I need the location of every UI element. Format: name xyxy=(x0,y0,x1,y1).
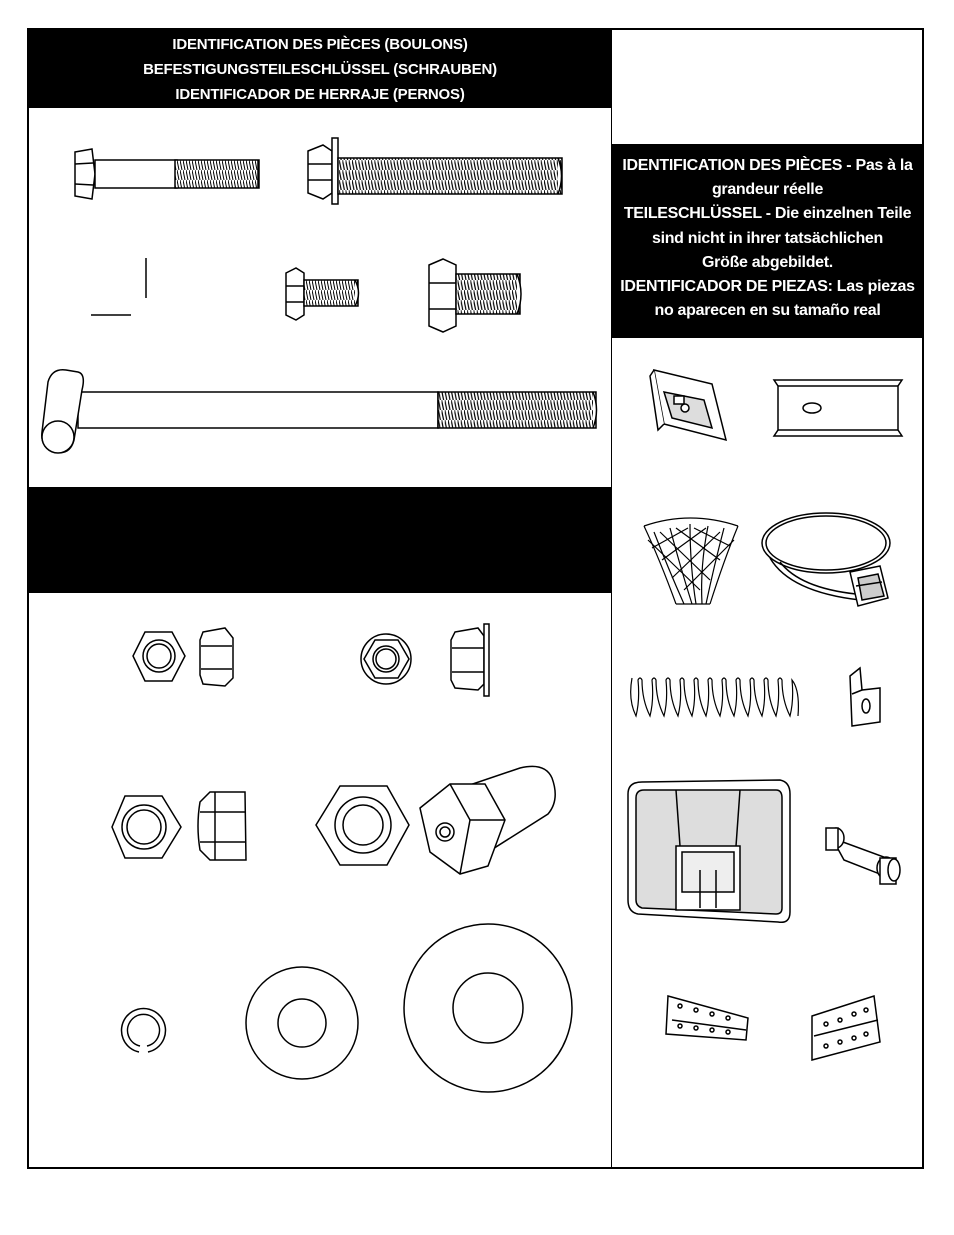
parts-header-line-6: IDENTIFICADOR DE PIEZAS: Las piezas xyxy=(620,278,915,296)
parts-header-line-2: grandeur réelle xyxy=(711,181,824,199)
column-divider xyxy=(611,28,612,1169)
parts-header: IDENTIFICATION DES PIÈCES - Pas à la gra… xyxy=(612,144,923,337)
parts-header-line-5: Größe abgebildet. xyxy=(702,253,833,271)
parts-divider xyxy=(612,337,923,338)
hinge-plate-right-icon xyxy=(812,996,880,1060)
parts-header-line-1: IDENTIFICATION DES PIÈCES - Pas à la xyxy=(622,157,913,174)
parts-header-line-4: sind nicht in ihrer tatsächlichen xyxy=(651,229,884,247)
spring-hook-icon xyxy=(850,668,880,726)
rim-icon xyxy=(762,513,890,606)
j-bolt-icon xyxy=(42,370,597,453)
c-channel-icon xyxy=(774,380,902,436)
page-frame xyxy=(27,28,924,1169)
hinge-plate-left-icon xyxy=(666,996,748,1040)
washer-large-icon xyxy=(404,924,572,1092)
hardware-header-line-3: IDENTIFICADOR DE HERRAJE (PERNOS) xyxy=(175,86,465,103)
extension-nut-icon xyxy=(420,766,555,874)
parts-header-line-7: no aparecen en su tamaño real xyxy=(654,302,881,320)
hex-bolt-short-icon xyxy=(429,259,521,332)
flange-nut-icon xyxy=(361,624,489,696)
offset-arm-icon xyxy=(826,828,900,884)
flange-bolt-short-icon xyxy=(286,268,359,320)
hardware-header: IDENTIFICATION DES PIÈCES (BOULONS) BEFE… xyxy=(29,30,611,108)
spring-icon xyxy=(631,678,799,716)
mounting-bracket-icon xyxy=(650,370,726,440)
hardware-header-line-2: BEFESTIGUNGSTEILESCHLÜSSEL (SCHRAUBEN) xyxy=(143,61,497,78)
bracket-mark-icon xyxy=(91,258,146,315)
section-divider xyxy=(29,487,611,488)
flange-bolt-long-icon xyxy=(308,138,562,204)
lock-nut-icon xyxy=(112,792,246,860)
backboard-icon xyxy=(628,780,790,922)
net-icon xyxy=(644,518,738,604)
retaining-ring-icon xyxy=(122,1008,166,1052)
parts-header-line-3: TEILESCHLÜSSEL - Die einzelnen Teile xyxy=(623,205,912,223)
hex-nut-icon xyxy=(133,628,233,686)
hex-bolt-long-icon xyxy=(75,149,259,199)
nuts-header-bar xyxy=(29,488,611,593)
hex-nut-large-icon xyxy=(316,786,409,865)
washer-small-icon xyxy=(246,967,358,1079)
hardware-header-line-1: IDENTIFICATION DES PIÈCES (BOULONS) xyxy=(172,36,468,53)
